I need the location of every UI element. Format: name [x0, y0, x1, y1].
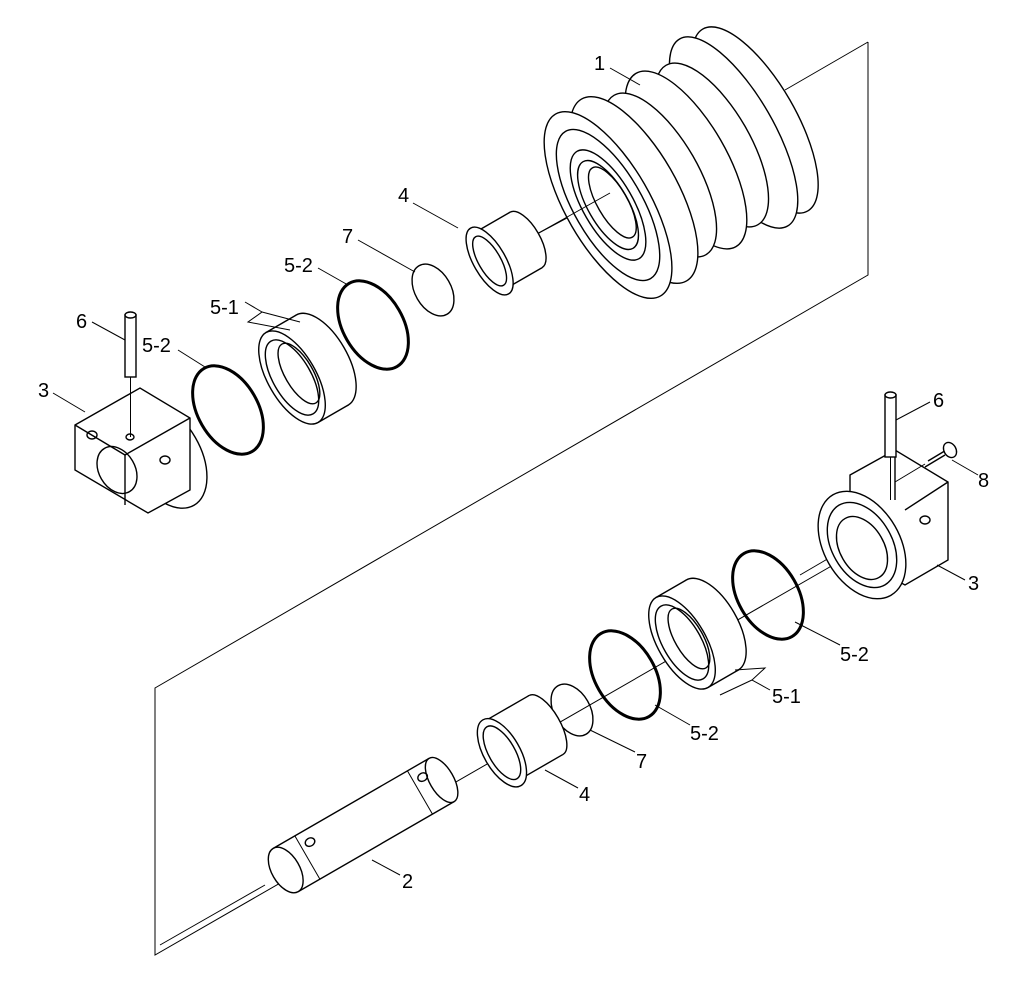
callout-3-left: 3: [38, 380, 49, 402]
collar-lower-part-3: [817, 449, 949, 600]
pin-lower-part-6: [884, 391, 897, 500]
bolt-part-8: [894, 441, 958, 483]
seal-ring-upper-right-part-5-2: [336, 279, 410, 371]
callout-5-2-upper-right: 5-2: [284, 255, 313, 277]
roller-axis: [534, 192, 611, 236]
callout-5-2-lower-left: 5-2: [690, 723, 719, 745]
callout-5-2-upper-left: 5-2: [142, 335, 171, 357]
bushing-lower-part-4: [476, 694, 568, 788]
callout-5-1-upper: 5-1: [210, 297, 239, 319]
callout-6-left: 6: [76, 311, 87, 333]
floating-seal-lower-part-5-1: [648, 577, 747, 690]
callout-5-2-lower-right: 5-2: [840, 644, 869, 666]
callout-6-right: 6: [933, 390, 944, 412]
bushing-upper-part-4: [465, 210, 547, 296]
callout-2: 2: [402, 871, 413, 893]
callout-7-upper: 7: [342, 226, 353, 248]
callout-1: 1: [594, 53, 605, 75]
callout-4-lower: 4: [579, 784, 590, 806]
callout-5-1-lower: 5-1: [772, 686, 801, 708]
callout-3-right: 3: [968, 573, 979, 595]
callout-8: 8: [978, 470, 989, 492]
seal-ring-upper-left-part-5-2: [191, 364, 265, 456]
floating-seal-upper-part-5-1: [258, 312, 357, 425]
callout-4-upper: 4: [398, 185, 409, 207]
leader-lines: [52, 67, 979, 876]
o-ring-upper-part-7: [411, 263, 455, 317]
roller-part-1: [543, 26, 819, 300]
seal-ring-lower-left-part-5-2: [588, 629, 662, 721]
shaft-part-2: [267, 756, 459, 894]
seal-ring-lower-right-part-5-2: [731, 549, 805, 641]
collar-upper-part-3: [74, 387, 208, 514]
assembly-plane-top-edge: [784, 41, 869, 91]
callout-7-lower: 7: [636, 751, 647, 773]
axis-line-lower: [159, 884, 266, 946]
pin-upper-part-6: [124, 311, 137, 437]
